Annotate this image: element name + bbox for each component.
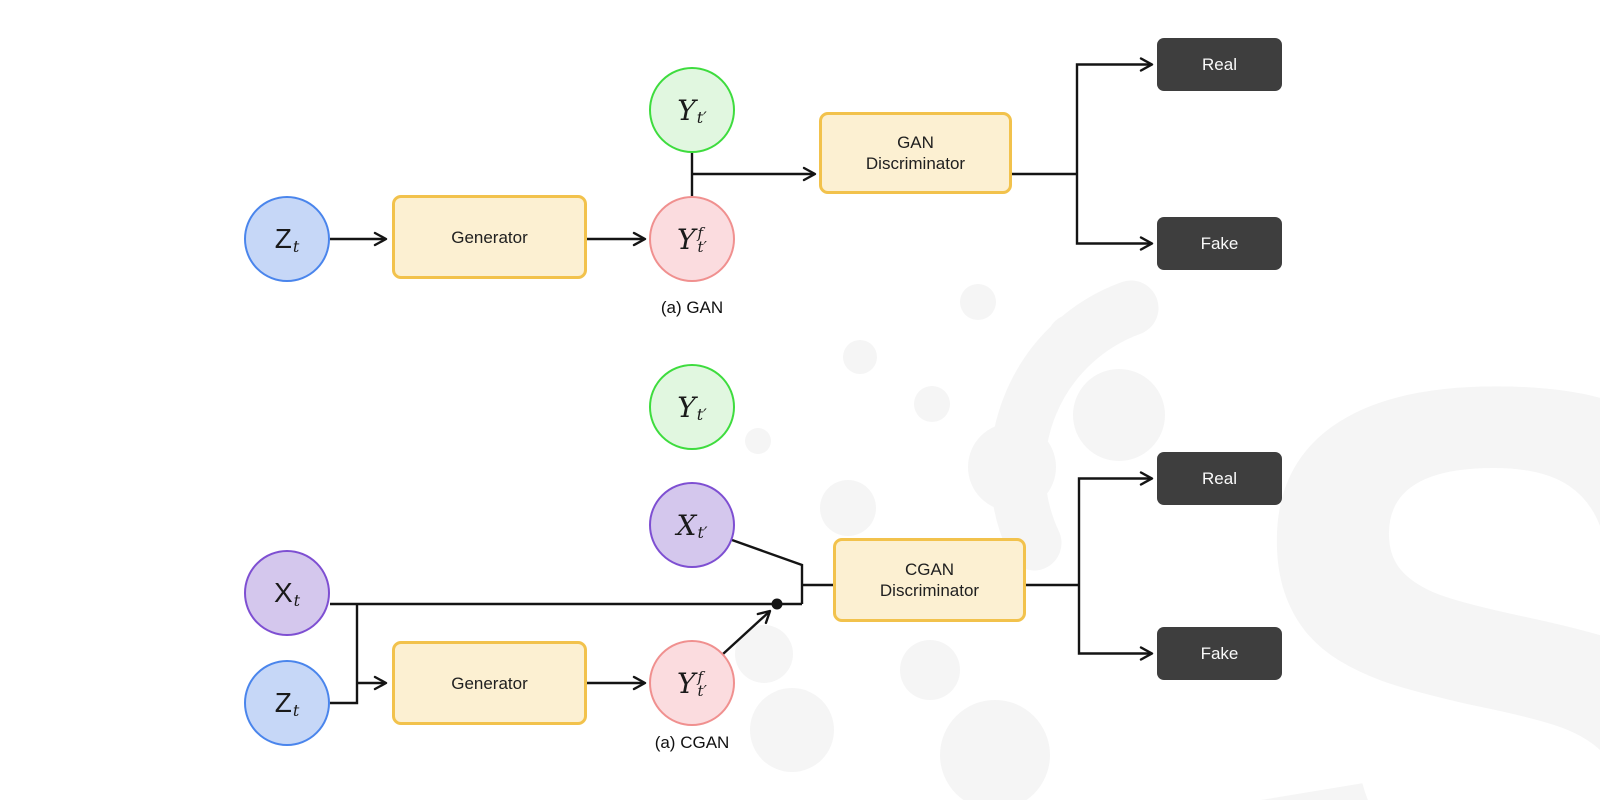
node-subscript: t′ — [697, 522, 708, 542]
edge-cgan-z-branch — [330, 604, 359, 705]
watermark-dot — [735, 625, 793, 683]
watermark-dot — [1073, 369, 1165, 461]
watermark-dot — [745, 428, 771, 454]
gan-caption: (a) GAN — [660, 298, 724, 317]
node-subscript: t′ — [696, 107, 707, 127]
node-label: Z — [274, 687, 292, 718]
fake-label: Fake — [1200, 643, 1239, 663]
discriminator-label-line1: GAN — [897, 133, 934, 152]
watermark-dot — [750, 688, 834, 772]
node-subscript: t′ — [697, 682, 707, 700]
node-subscript: t — [292, 236, 300, 256]
node-label: Z — [274, 223, 292, 254]
real-label: Real — [1202, 54, 1237, 74]
discriminator-label-line1: CGAN — [904, 560, 955, 579]
discriminator-label-line2: Discriminator — [865, 154, 966, 173]
edge-cgan-to-fake — [1077, 585, 1154, 661]
real-label: Real — [1202, 468, 1237, 488]
watermark-dot — [940, 700, 1050, 800]
junction-dot — [771, 598, 783, 610]
node-subscript: t′ — [696, 404, 707, 424]
gan-generator-box: Generator — [392, 195, 587, 279]
node-label: Y — [677, 222, 696, 256]
edge-cgan-xcond-bracket — [731, 538, 804, 604]
gan-real-box: Real — [1157, 38, 1282, 91]
cgan-discriminator-box: CGAN Discriminator — [833, 538, 1026, 622]
edge-gan-to-real — [1075, 57, 1154, 174]
gan-fake-box: Fake — [1157, 217, 1282, 270]
watermark-dot — [1047, 314, 1099, 366]
watermark-dot — [914, 386, 950, 422]
node-label: Y — [677, 93, 696, 127]
node-label: Y — [677, 666, 696, 700]
node-label: X — [676, 508, 697, 542]
node-superscript: f — [697, 224, 704, 242]
node-superscript: f — [697, 668, 704, 686]
cgan-real-box: Real — [1157, 452, 1282, 505]
node-label: Y — [677, 390, 696, 424]
watermark-dot — [820, 480, 876, 536]
watermark-dot — [968, 423, 1056, 511]
edge-cgan-to-real — [1077, 471, 1154, 585]
watermark-letter: S — [1228, 221, 1600, 800]
watermark-dot — [960, 284, 996, 320]
watermark-dot — [900, 640, 960, 700]
node-subscript: t′ — [697, 238, 707, 256]
cgan-caption: (a) CGAN — [654, 733, 730, 752]
generator-label: Generator — [451, 673, 528, 693]
edge-gan-to-fake — [1075, 174, 1154, 251]
node-subscript: t — [293, 590, 301, 610]
cgan-generator-box: Generator — [392, 641, 587, 725]
node-subscript: t — [292, 700, 300, 720]
node-label: X — [273, 577, 293, 608]
cgan-fake-box: Fake — [1157, 627, 1282, 680]
watermark-dot — [843, 340, 877, 374]
generator-label: Generator — [451, 227, 528, 247]
gan-discriminator-box: GAN Discriminator — [819, 112, 1012, 194]
fake-label: Fake — [1200, 233, 1239, 253]
discriminator-label-line2: Discriminator — [879, 581, 980, 600]
